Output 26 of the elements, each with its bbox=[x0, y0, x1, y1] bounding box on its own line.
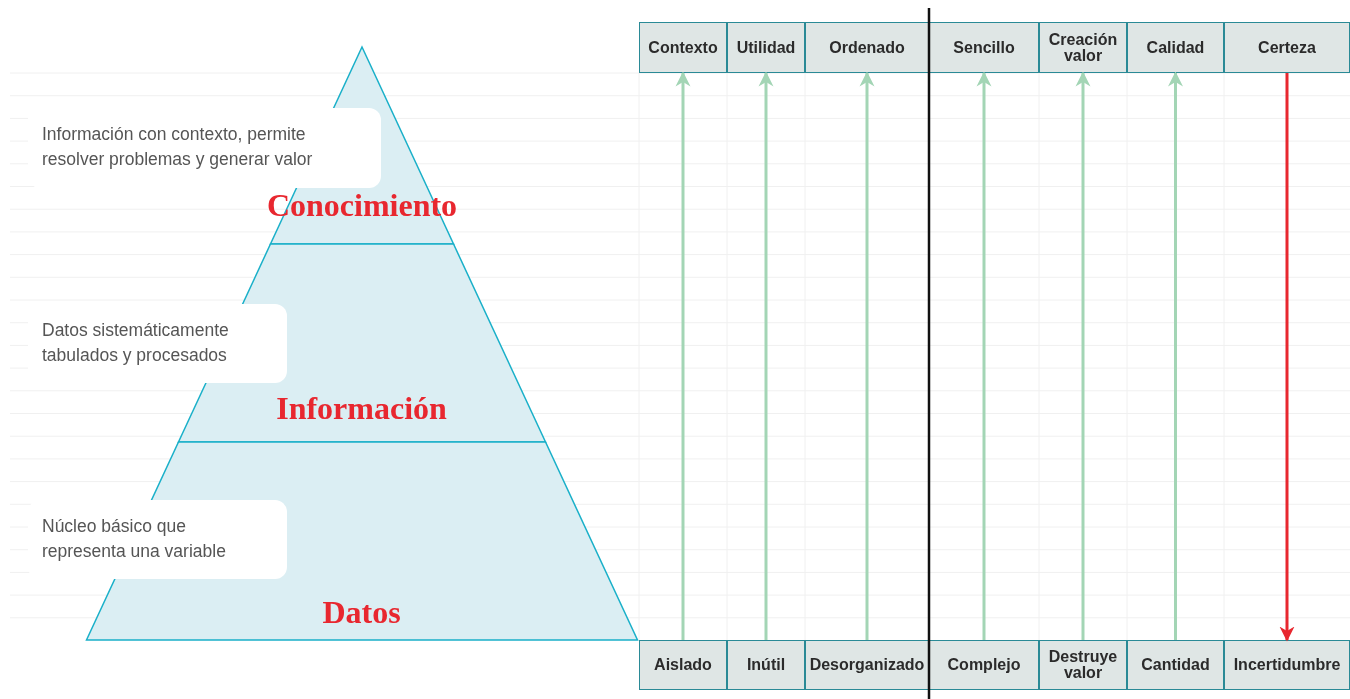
header-cell: Creación valor bbox=[1039, 22, 1127, 73]
arrow bbox=[1168, 71, 1183, 640]
arrow bbox=[859, 71, 875, 640]
header-cell: Ordenado bbox=[805, 22, 929, 73]
level-title: Datos bbox=[321, 594, 402, 630]
header-cell: Certeza bbox=[1224, 22, 1350, 73]
arrow bbox=[1279, 73, 1295, 642]
arrow bbox=[976, 71, 992, 640]
header-cell: Inútil bbox=[727, 640, 805, 690]
level-title: Información bbox=[275, 390, 448, 426]
header-cell: Incertidumbre bbox=[1224, 640, 1350, 690]
header-cell: Utilidad bbox=[727, 22, 805, 73]
arrow bbox=[675, 71, 691, 640]
header-cell: Calidad bbox=[1127, 22, 1224, 73]
header-cell: Contexto bbox=[639, 22, 727, 73]
header-cell: Aislado bbox=[639, 640, 727, 690]
header-cell: Desorganizado bbox=[805, 640, 929, 690]
description-tooltip: Información con contexto, permite resolver problemas y generar valor bbox=[28, 108, 381, 188]
header-cell: Sencillo bbox=[929, 22, 1039, 73]
arrow bbox=[758, 71, 774, 640]
description-tooltip: Núcleo básico que representa una variable bbox=[28, 500, 287, 579]
arrow bbox=[1075, 71, 1091, 640]
header-cell: Destruye valor bbox=[1039, 640, 1127, 690]
header-cell: Cantidad bbox=[1127, 640, 1224, 690]
description-tooltip: Datos sistemáticamente tabulados y procesados bbox=[28, 304, 287, 383]
header-cell: Complejo bbox=[929, 640, 1039, 690]
